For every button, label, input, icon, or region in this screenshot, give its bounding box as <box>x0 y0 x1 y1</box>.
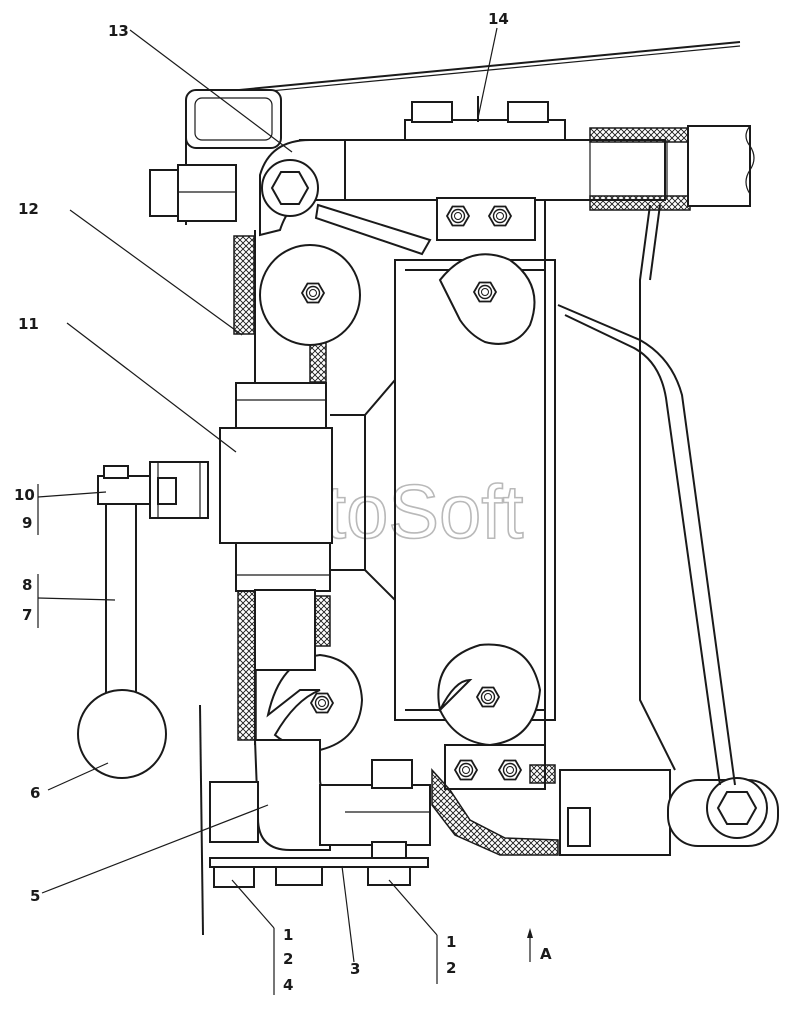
lower-gasket <box>431 764 559 856</box>
callout-2-right: 2 <box>446 959 456 977</box>
central-body <box>219 382 333 671</box>
view-marker-a: A <box>540 945 552 963</box>
handle-arm <box>77 461 209 779</box>
plug-fitting <box>149 164 237 222</box>
clamp-bolts <box>404 96 566 141</box>
lower-elbow <box>209 739 431 851</box>
callout-14: 14 <box>488 10 509 28</box>
callout-1-right: 1 <box>446 933 456 951</box>
leader-lines <box>37 27 533 995</box>
upper-nut-block <box>436 197 536 241</box>
callout-5: 5 <box>30 887 40 905</box>
top-bracket <box>185 89 282 225</box>
callout-11: 11 <box>18 315 39 333</box>
lower-right-cam <box>437 643 542 747</box>
callout-8: 8 <box>22 576 32 594</box>
callout-13: 13 <box>108 22 129 40</box>
lower-shaft <box>559 769 779 856</box>
diagonal-rod <box>557 304 736 786</box>
callout-10: 10 <box>14 486 35 504</box>
callout-3: 3 <box>350 960 360 978</box>
bottom-plate <box>209 841 429 888</box>
upper-right-cam <box>438 253 536 345</box>
upper-elbow <box>259 139 432 256</box>
callout-9: 9 <box>22 514 32 532</box>
callout-7: 7 <box>22 606 32 624</box>
callout-12: 12 <box>18 200 39 218</box>
callout-4: 4 <box>283 976 293 994</box>
callout-labels: 13 14 12 11 10 9 8 7 6 5 1 2 4 3 1 2 A <box>14 10 552 994</box>
left-gaskets <box>233 235 331 741</box>
lower-nut-block <box>444 744 546 790</box>
callout-2-left: 2 <box>283 950 293 968</box>
top-rod <box>196 41 741 99</box>
callout-6: 6 <box>30 784 40 802</box>
callout-1-left: 1 <box>283 926 293 944</box>
upper-left-roller <box>259 244 361 346</box>
guide-strip <box>199 704 204 936</box>
